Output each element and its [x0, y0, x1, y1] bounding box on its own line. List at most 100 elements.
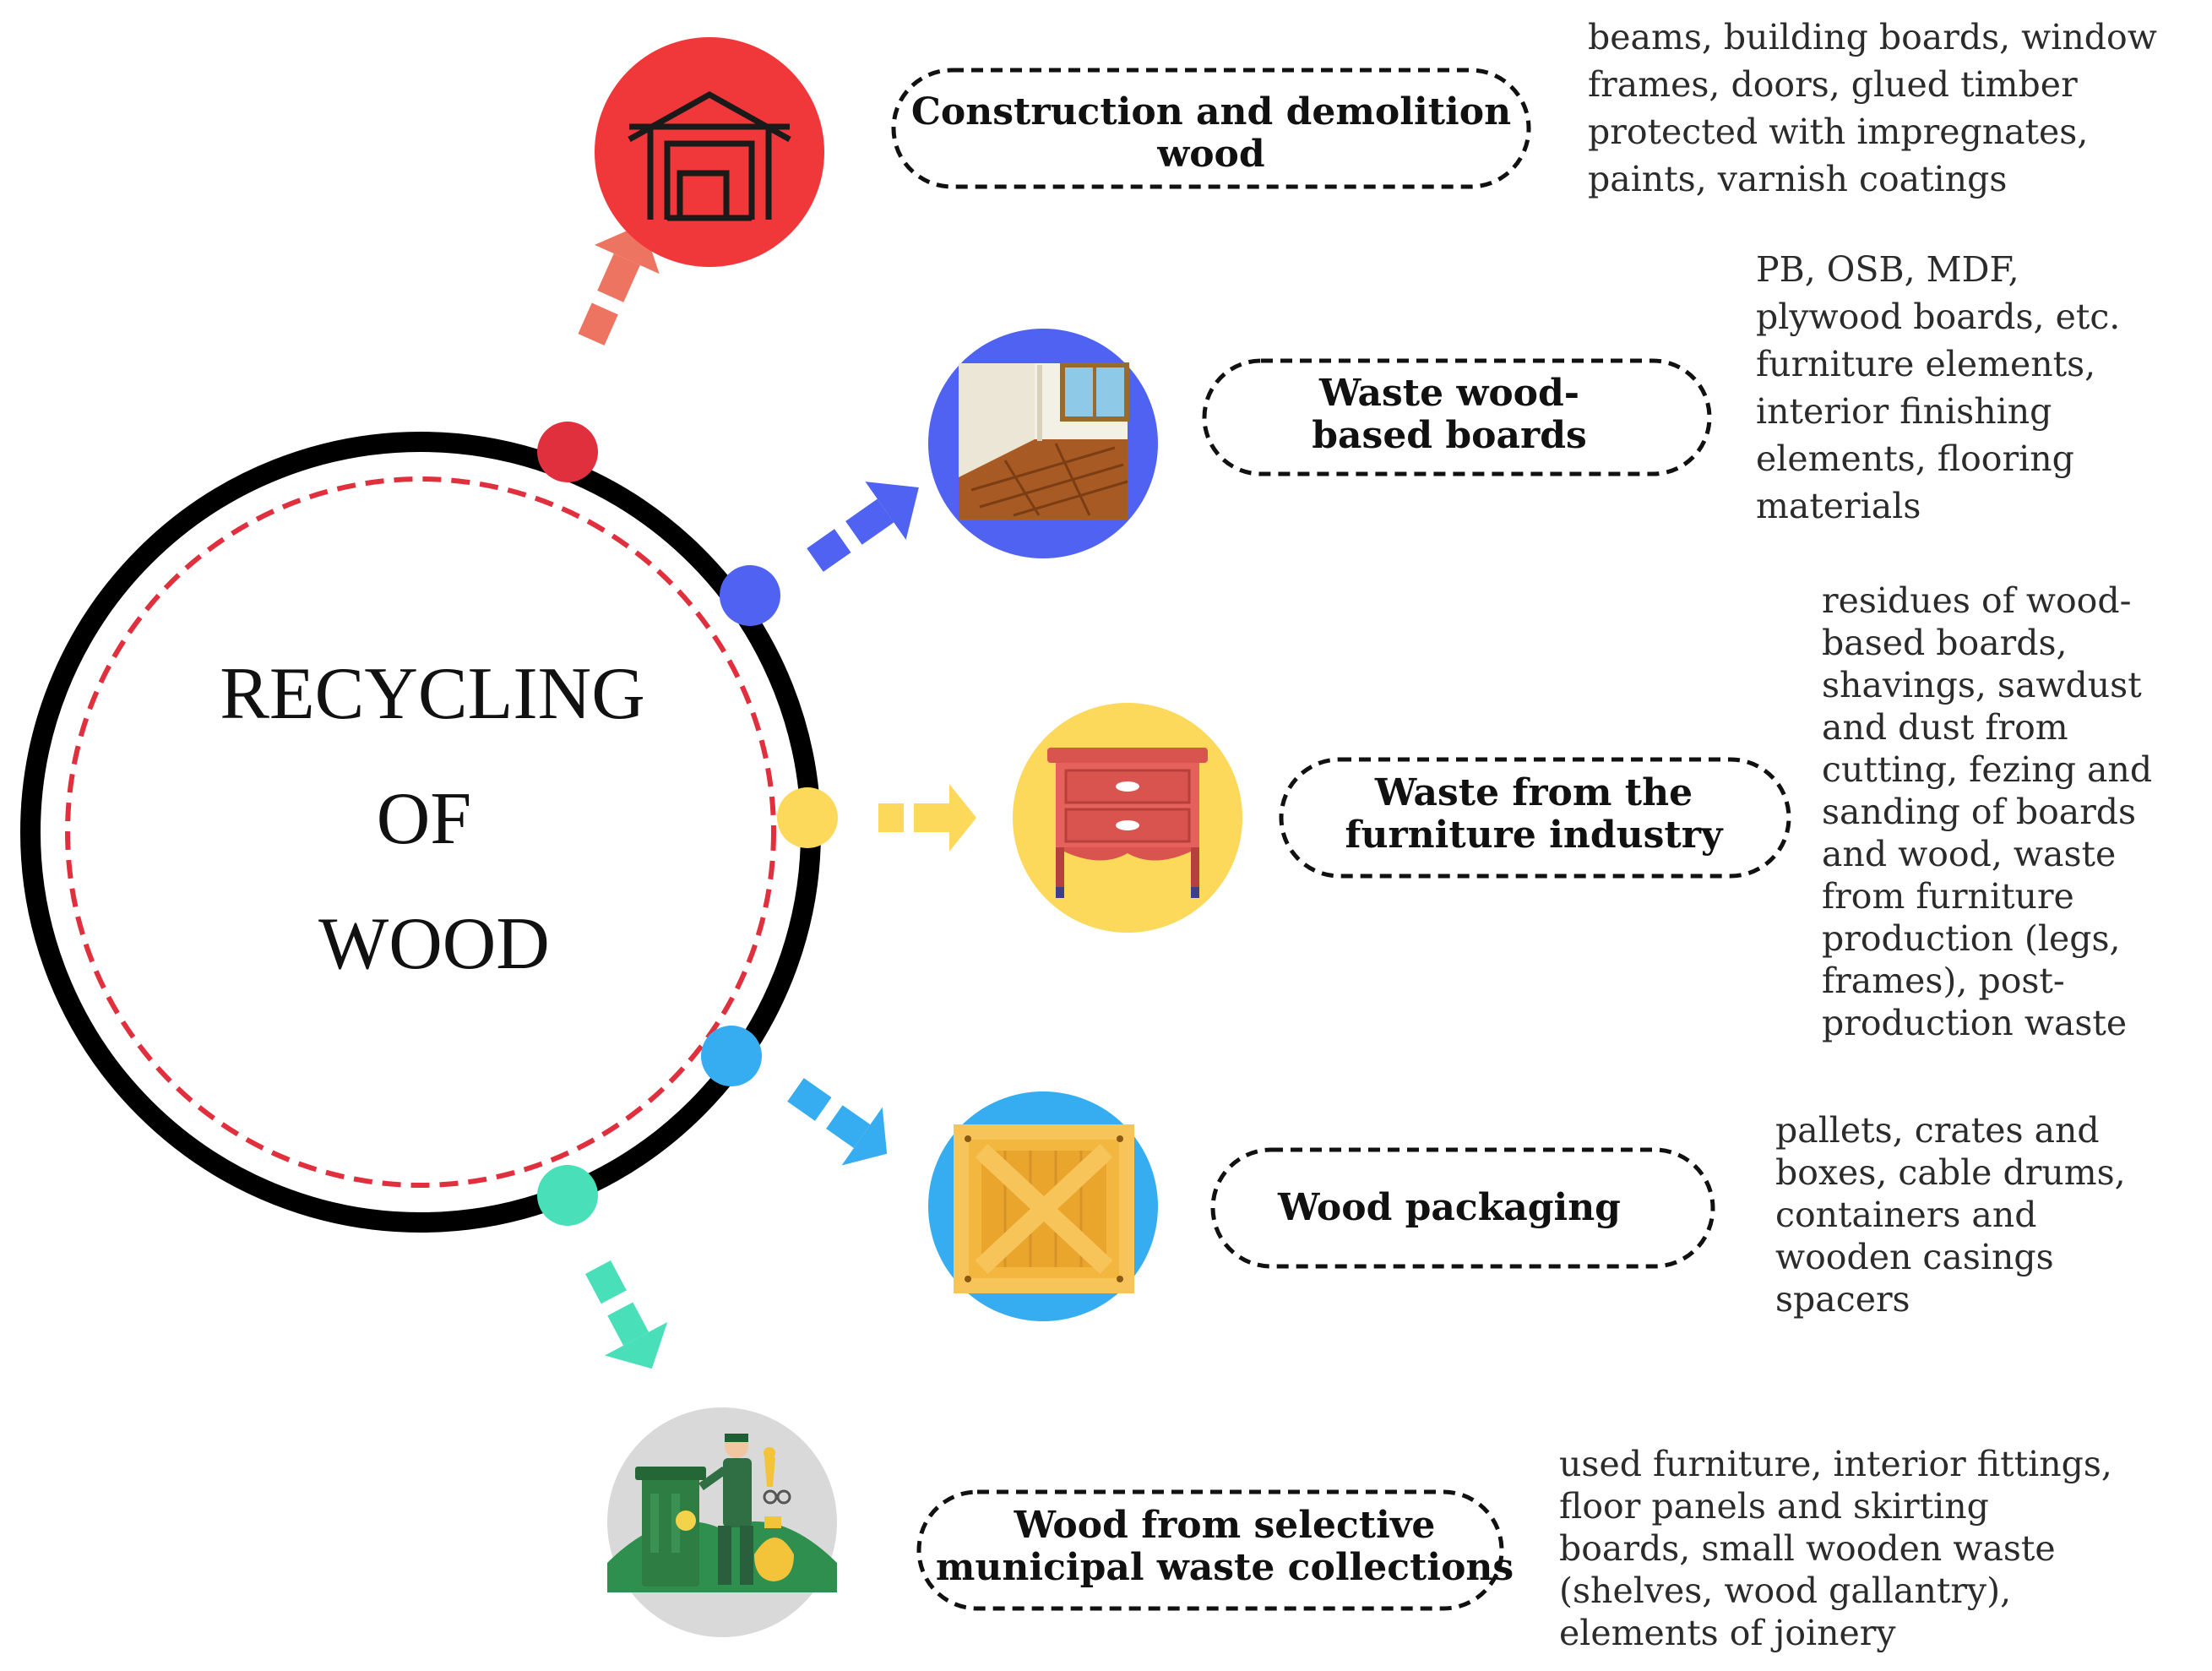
- description-furniture-line-8: from furniture: [1822, 876, 2074, 917]
- description-packaging-line-3: containers and: [1775, 1195, 2037, 1235]
- category-icon-boards: [928, 329, 1158, 558]
- wooden-crate-icon: [954, 1124, 1134, 1293]
- category-icon-construction: [595, 37, 824, 267]
- arrow-packaging: [787, 1078, 888, 1166]
- arrow-furniture-head: [949, 784, 976, 852]
- main-circle-dashed-ring: [65, 476, 776, 1188]
- connector-dots: [537, 422, 838, 1226]
- label-construction-line-2: wood: [1156, 133, 1264, 176]
- dot-municipal: [537, 1165, 598, 1226]
- arrow-boards-shaft-2: [845, 498, 894, 545]
- dot-furniture: [777, 787, 838, 848]
- description-furniture-line-11: production waste: [1822, 1003, 2127, 1043]
- label-municipal: Wood from selective municipal waste coll…: [916, 1489, 1514, 1611]
- description-furniture-line-1: residues of wood-: [1822, 580, 2131, 621]
- arrow-packaging-shaft: [787, 1078, 832, 1121]
- category-icon-municipal-bg: [607, 1407, 837, 1637]
- description-municipal-line-2: floor panels and skirting: [1559, 1486, 1989, 1527]
- description-packaging-line-1: pallets, crates and: [1775, 1110, 2100, 1151]
- category-icon-construction-bg: [595, 37, 824, 267]
- label-furniture-line-2: furniture industry: [1345, 814, 1724, 857]
- label-construction: Construction and demolition wood: [891, 68, 1531, 189]
- description-furniture-line-10: frames), post-: [1822, 961, 2065, 1001]
- category-icons: [595, 37, 1242, 1637]
- arrow-municipal-shaft: [584, 1260, 627, 1304]
- description-municipal-line-4: (shelves, wood gallantry),: [1559, 1570, 2011, 1611]
- description-boards-line-3: furniture elements,: [1756, 344, 2095, 384]
- arrow-municipal: [584, 1260, 668, 1369]
- wood-floor-icon: [959, 362, 1129, 520]
- center-title-line-2: OF: [377, 778, 472, 860]
- arrow-construction-shaft-2: [597, 253, 640, 302]
- arrow-packaging-shaft-2: [826, 1105, 871, 1148]
- center-title-line-3: WOOD: [318, 903, 550, 985]
- description-construction-line-2: frames, doors, glued timber: [1588, 64, 2078, 105]
- description-municipal-line-3: boards, small wooden waste: [1559, 1528, 2056, 1569]
- description-furniture-line-3: shavings, sawdust: [1822, 665, 2142, 705]
- waste-collector-icon: [607, 1434, 837, 1592]
- label-furniture: Waste from the furniture industry: [1279, 757, 1791, 879]
- label-packaging: Wood packaging: [1210, 1147, 1715, 1269]
- category-icon-furniture: [1013, 703, 1242, 933]
- label-municipal-line-1: Wood from selective: [1014, 1504, 1436, 1547]
- description-boards-line-5: elements, flooring: [1756, 438, 2074, 479]
- label-furniture-outline: [1279, 757, 1791, 879]
- description-furniture: residues of wood- based boards, shavings…: [1822, 580, 2152, 1043]
- label-boards-line-2: based boards: [1312, 414, 1586, 457]
- center-title: RECYCLING OF WOOD: [220, 653, 645, 985]
- arrow-construction-shaft: [578, 302, 618, 346]
- label-furniture-line-1: Waste from the: [1374, 771, 1693, 814]
- arrow-furniture: [878, 784, 976, 852]
- label-construction-line-1: Construction and demolition: [911, 90, 1511, 133]
- label-municipal-line-2: municipal waste collections: [936, 1546, 1514, 1589]
- dot-boards: [720, 565, 780, 626]
- description-furniture-line-6: sanding of boards: [1822, 792, 2136, 832]
- dot-construction: [537, 422, 598, 482]
- description-boards-line-2: plywood boards, etc.: [1756, 297, 2120, 337]
- description-construction-line-1: beams, building boards, window: [1588, 17, 2157, 57]
- arrow-boards-head: [865, 482, 919, 540]
- description-furniture-line-9: production (legs,: [1822, 918, 2121, 959]
- description-packaging-line-4: wooden casings: [1775, 1237, 2054, 1277]
- description-municipal-line-1: used furniture, interior fittings,: [1559, 1444, 2112, 1484]
- category-labels: Construction and demolition wood Waste w…: [891, 68, 1791, 1611]
- description-boards-line-4: interior finishing: [1756, 391, 2052, 432]
- description-boards-line-6: materials: [1756, 486, 1921, 526]
- category-descriptions: beams, building boards, window frames, d…: [1559, 17, 2157, 1653]
- description-furniture-line-2: based boards,: [1822, 623, 2068, 663]
- label-municipal-outline: [916, 1489, 1504, 1611]
- arrow-furniture-shaft: [878, 803, 904, 832]
- center-title-line-1: RECYCLING: [220, 653, 645, 735]
- label-construction-outline: [891, 68, 1531, 189]
- label-packaging-outline: [1210, 1147, 1715, 1269]
- arrow-furniture-shaft-2: [914, 803, 949, 832]
- label-boards: Waste wood- based boards: [1202, 358, 1712, 476]
- description-furniture-line-4: and dust from: [1822, 707, 2068, 748]
- arrow-municipal-head: [604, 1322, 668, 1369]
- description-construction-line-3: protected with impregnates,: [1588, 112, 2088, 152]
- arrow-boards-shaft: [807, 529, 851, 572]
- description-construction-line-4: paints, varnish coatings: [1588, 159, 2007, 199]
- label-packaging-line-1: Wood packaging: [1277, 1186, 1621, 1229]
- description-packaging-line-5: spacers: [1775, 1279, 1910, 1320]
- arrow-boards: [807, 482, 919, 572]
- category-icon-packaging: [928, 1091, 1158, 1321]
- description-boards: PB, OSB, MDF, plywood boards, etc. furni…: [1756, 249, 2120, 526]
- label-boards-line-1: Waste wood-: [1318, 372, 1579, 415]
- arrows: [578, 223, 976, 1369]
- dot-packaging: [701, 1026, 762, 1086]
- description-packaging-line-2: boxes, cable drums,: [1775, 1152, 2126, 1193]
- description-furniture-line-5: cutting, fezing and: [1822, 749, 2152, 790]
- category-icon-municipal: [607, 1407, 837, 1637]
- house-icon: [628, 90, 791, 221]
- description-municipal-line-5: elements of joinery: [1559, 1613, 1896, 1653]
- description-boards-line-1: PB, OSB, MDF,: [1756, 249, 2019, 290]
- dresser-icon: [1047, 748, 1208, 898]
- arrow-packaging-head: [841, 1107, 888, 1166]
- arrow-municipal-shaft-2: [607, 1302, 649, 1346]
- description-furniture-line-7: and wood, waste: [1822, 834, 2116, 874]
- description-municipal: used furniture, interior fittings, floor…: [1559, 1444, 2112, 1653]
- description-construction: beams, building boards, window frames, d…: [1588, 17, 2157, 199]
- label-boards-outline: [1202, 358, 1712, 476]
